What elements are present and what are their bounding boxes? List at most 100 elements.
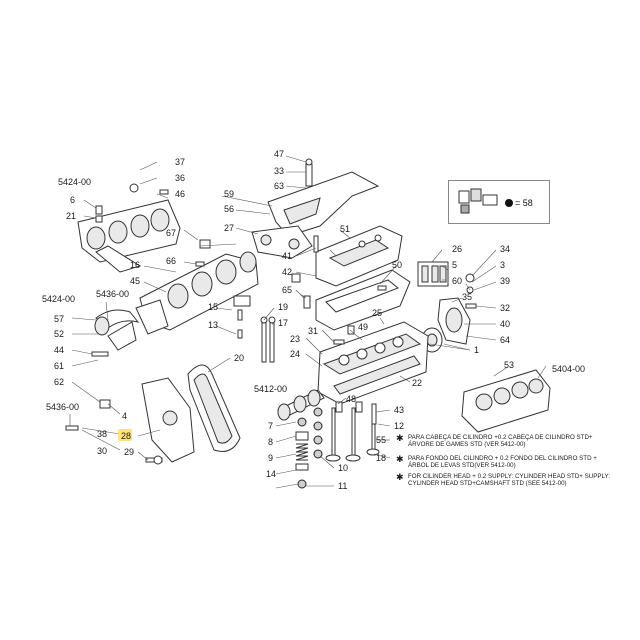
note-bullet-3: ✱: [396, 472, 404, 482]
callout-45: 45: [130, 276, 140, 286]
callout-27: 27: [224, 223, 234, 233]
callout-44: 44: [54, 345, 64, 355]
callout-4: 4: [122, 411, 127, 421]
callout-46: 46: [175, 189, 185, 199]
callout-48: 48: [346, 394, 356, 404]
callout-26: 26: [452, 244, 462, 254]
note-2-line-2: ÁRBOL DE LEVAS STD(VER 5412-00): [408, 462, 516, 470]
callout-51: 51: [340, 224, 350, 234]
callout-22: 22: [412, 378, 422, 388]
callout-29: 29: [124, 447, 134, 457]
callout-50: 50: [392, 260, 402, 270]
valve-spring-stack-right: [313, 407, 323, 459]
timing-belt: [187, 364, 241, 452]
legend-parts-icon: = 58: [458, 188, 533, 214]
note-1-line-2: ÁRVORE DE GAMES STD (VER 5412-00): [408, 441, 526, 449]
callout-34: 34: [500, 244, 510, 254]
callout-33: 33: [274, 166, 284, 176]
note-3-line-1: FOR CILINDER HEAD + 0.2 SUPPLY: CYLINDER…: [408, 473, 610, 480]
callout-35: 35: [462, 292, 472, 302]
callout-7: 7: [268, 421, 273, 431]
exhaust-manifold-lower: [135, 251, 259, 335]
callout-63: 63: [274, 181, 284, 191]
callout-16: 16: [130, 260, 140, 270]
callout-39: 39: [500, 276, 510, 286]
bracket-assembly: [251, 225, 313, 259]
callout-24: 24: [290, 349, 300, 359]
callout-64: 64: [500, 335, 510, 345]
legend-box: = 58: [448, 180, 550, 224]
head-bolts: [260, 316, 276, 363]
callout-47: 47: [274, 149, 284, 159]
group-label-5404: 5404-00: [552, 364, 585, 374]
callout-36: 36: [175, 173, 185, 183]
callout-49: 49: [358, 322, 368, 332]
camshaft: [277, 389, 325, 421]
callout-21: 21: [66, 211, 76, 221]
heat-shield: [267, 171, 380, 237]
group-label-5424-left: 5424-00: [42, 294, 75, 304]
valve-spring-stack-left: [295, 417, 309, 489]
callout-18: 18: [376, 453, 386, 463]
callout-37: 37: [175, 157, 185, 167]
camshaft-cap-right: [437, 297, 471, 345]
valves: [325, 407, 380, 462]
callout-61: 61: [54, 361, 64, 371]
callout-8: 8: [268, 437, 273, 447]
group-label-5424-top: 5424-00: [58, 177, 91, 187]
exhaust-manifold-upper: [77, 199, 181, 273]
callout-66: 66: [166, 256, 176, 266]
legend-label: = 58: [515, 198, 533, 208]
group-label-5436-top: 5436-00: [96, 289, 129, 299]
callout-19: 19: [278, 302, 288, 312]
callout-31: 31: [308, 326, 318, 336]
cam-cover: [315, 225, 403, 287]
note-spanish: PARA FONDO DEL CILINDRO + 0.2 FONDO DEL …: [408, 455, 633, 470]
callout-65: 65: [282, 285, 292, 295]
note-bullet-2: ✱: [396, 454, 404, 464]
callout-3: 3: [500, 260, 505, 270]
leader-lines: [69, 155, 547, 489]
oil-cap-group: [417, 261, 449, 287]
callout-53: 53: [504, 360, 514, 370]
callout-60: 60: [452, 276, 462, 286]
sensor-bolt: [305, 158, 313, 187]
callout-13: 13: [208, 320, 218, 330]
callout-9: 9: [268, 453, 273, 463]
callout-67: 67: [166, 228, 176, 238]
callout-20: 20: [234, 353, 244, 363]
callout-41: 41: [282, 251, 292, 261]
misc-bolts-left: [65, 235, 477, 465]
callout-42: 42: [282, 267, 292, 277]
head-gasket: [461, 369, 551, 433]
callout-6: 6: [70, 195, 75, 205]
callout-40: 40: [500, 319, 510, 329]
callout-5: 5: [452, 260, 457, 270]
callout-1: 1: [474, 345, 479, 355]
callout-28-highlight: [118, 429, 132, 441]
callout-55: 55: [376, 435, 386, 445]
callout-59: 59: [224, 189, 234, 199]
note-3-line-2: CYLINDER HEAD STD+CAMSHAFT STD (SEE 5412…: [408, 480, 567, 488]
note-2-line-1: PARA FONDO DEL CILINDRO + 0.2 FONDO DEL …: [408, 455, 597, 462]
callout-25: 25: [372, 308, 382, 318]
callout-43: 43: [394, 405, 404, 415]
note-portuguese: PARA CABEÇA DE CILINDRO +0.2 CABEÇA DE C…: [408, 434, 633, 449]
studs-upper-left: [95, 183, 169, 223]
group-label-5436-bottom: 5436-00: [46, 402, 79, 412]
cylinder-head: [317, 321, 429, 405]
note-english: FOR CILINDER HEAD + 0.2 SUPPLY: CYLINDER…: [408, 473, 633, 488]
note-bullet-1: ✱: [396, 433, 404, 443]
callout-23: 23: [290, 334, 300, 344]
callout-14: 14: [266, 469, 276, 479]
group-label-5412: 5412-00: [254, 384, 287, 394]
callout-62: 62: [54, 377, 64, 387]
callout-11: 11: [338, 481, 347, 491]
note-1-line-1: PARA CABEÇA DE CILINDRO +0.2 CABEÇA DE C…: [408, 434, 593, 441]
callout-32: 32: [500, 303, 510, 313]
callout-38: 38: [97, 429, 107, 439]
callout-52: 52: [54, 329, 64, 339]
callout-17: 17: [278, 318, 288, 328]
